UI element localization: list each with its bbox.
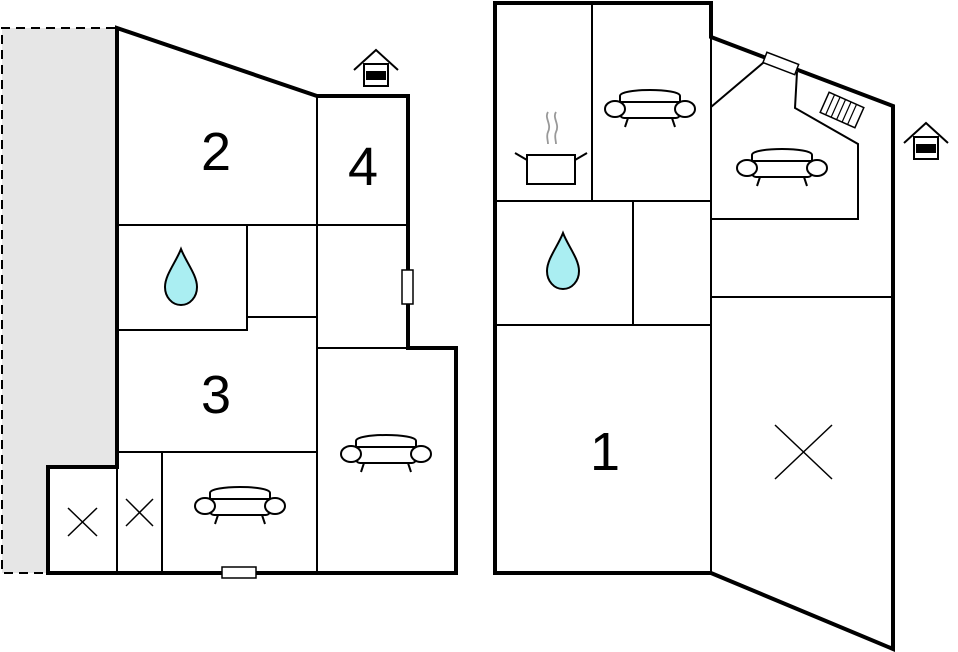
room-1-label: 1 xyxy=(590,422,620,482)
left-building: 2 4 3 xyxy=(46,25,458,579)
water-drop-icon xyxy=(545,230,581,291)
sofa-icon xyxy=(194,486,286,525)
sofa-icon xyxy=(604,89,696,128)
shaded-outdoor-area xyxy=(2,28,115,573)
entrance-icon xyxy=(353,48,399,87)
window-icon xyxy=(221,566,257,579)
window-icon xyxy=(762,51,800,76)
water-drop-icon xyxy=(163,246,199,307)
sofa-icon xyxy=(736,148,828,187)
right-building: 1 xyxy=(493,1,895,652)
room-4-label: 4 xyxy=(348,137,378,197)
shaded-area-dashed-border xyxy=(1,27,115,574)
room-3-label: 3 xyxy=(201,365,231,425)
right-building-outer-wall xyxy=(493,1,895,652)
cooking-pot-icon xyxy=(514,111,588,185)
left-building-outer-wall xyxy=(46,25,458,575)
sofa-icon xyxy=(340,434,432,473)
void-x-icon xyxy=(67,507,98,537)
entrance-icon xyxy=(903,121,949,160)
void-x-icon xyxy=(125,498,154,527)
void-x-icon xyxy=(774,424,833,480)
stairs-icon xyxy=(819,91,865,129)
room-2-label: 2 xyxy=(201,122,231,182)
window-icon xyxy=(401,269,414,305)
